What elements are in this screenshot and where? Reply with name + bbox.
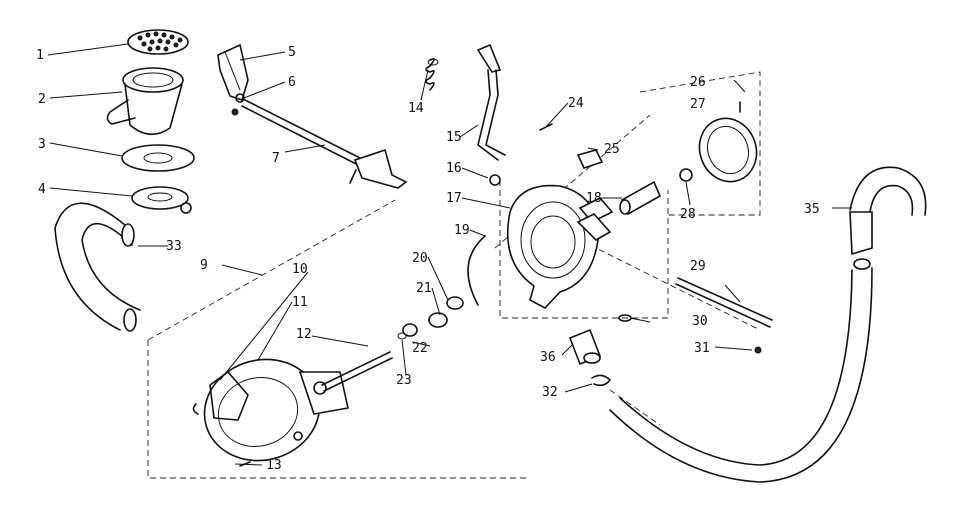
leader-lines bbox=[47, 43, 852, 466]
part-19-retaining-ring bbox=[467, 235, 486, 306]
part-7-shift-rod bbox=[241, 99, 408, 189]
assembly-guide-lines bbox=[147, 71, 761, 479]
part-5-lever bbox=[217, 43, 249, 102]
part-10-11-motor bbox=[192, 358, 349, 462]
part-36-coupling bbox=[568, 328, 602, 366]
callout-2: 2 bbox=[38, 92, 46, 107]
part-15-bracket bbox=[476, 43, 506, 161]
part-2-sump bbox=[106, 67, 184, 136]
part-1-strainer bbox=[127, 29, 189, 55]
callout-3: 3 bbox=[38, 137, 46, 152]
part-6-screw bbox=[231, 93, 245, 116]
callout-20: 20 bbox=[412, 251, 428, 266]
callout-5: 5 bbox=[288, 45, 296, 60]
part-18-cylinder bbox=[619, 180, 662, 216]
callout-7: 7 bbox=[272, 151, 280, 166]
callout-23: 23 bbox=[396, 373, 412, 388]
callout-11: 11 bbox=[292, 295, 308, 310]
callout-36: 36 bbox=[540, 350, 556, 365]
callout-29: 29 bbox=[690, 259, 706, 274]
part-35-drain-hose bbox=[609, 166, 927, 483]
callout-27: 27 bbox=[690, 97, 706, 112]
callout-26: 26 bbox=[690, 75, 706, 90]
part-3-gasket bbox=[121, 144, 195, 172]
callout-14: 14 bbox=[408, 101, 424, 116]
callout-12: 12 bbox=[296, 327, 312, 342]
callout-6: 6 bbox=[288, 75, 296, 90]
callout-21: 21 bbox=[416, 281, 432, 296]
callout-1: 1 bbox=[36, 48, 44, 63]
callout-9: 9 bbox=[200, 258, 208, 273]
callout-labels: 1 2 3 4 5 6 7 9 10 11 12 13 14 15 16 17 … bbox=[36, 45, 820, 473]
callout-15: 15 bbox=[446, 130, 462, 145]
part-26-27-pulley bbox=[698, 101, 758, 183]
callout-13: 13 bbox=[266, 458, 282, 473]
part-12-motor-shaft bbox=[321, 351, 393, 392]
callout-22: 22 bbox=[412, 341, 428, 356]
callout-19: 19 bbox=[454, 223, 470, 238]
callout-17: 17 bbox=[446, 191, 462, 206]
part-14-spring bbox=[425, 58, 439, 91]
callout-25: 25 bbox=[604, 142, 620, 157]
part-17-pump-housing bbox=[506, 184, 614, 309]
part-33-hose bbox=[54, 202, 141, 332]
part-16-washer bbox=[489, 174, 501, 186]
part-32-clamp bbox=[591, 374, 611, 387]
part-20-21-seal bbox=[428, 296, 464, 328]
part-4-clamp-ring bbox=[131, 186, 192, 214]
part-25-block bbox=[576, 149, 604, 169]
callout-4: 4 bbox=[38, 182, 46, 197]
callout-31: 31 bbox=[694, 341, 710, 356]
callout-35: 35 bbox=[804, 202, 820, 217]
callout-16: 16 bbox=[446, 161, 462, 176]
callout-32: 32 bbox=[542, 385, 558, 400]
callout-30: 30 bbox=[692, 314, 708, 329]
callout-28: 28 bbox=[680, 207, 696, 222]
part-31-screw bbox=[754, 346, 762, 354]
callout-18: 18 bbox=[586, 191, 602, 206]
callout-33: 33 bbox=[166, 239, 182, 254]
part-22-23-fitting bbox=[397, 323, 418, 340]
part-29-shaft bbox=[675, 277, 773, 328]
callout-10: 10 bbox=[292, 262, 308, 277]
callout-24: 24 bbox=[568, 96, 584, 111]
part-28-washer bbox=[679, 168, 693, 182]
